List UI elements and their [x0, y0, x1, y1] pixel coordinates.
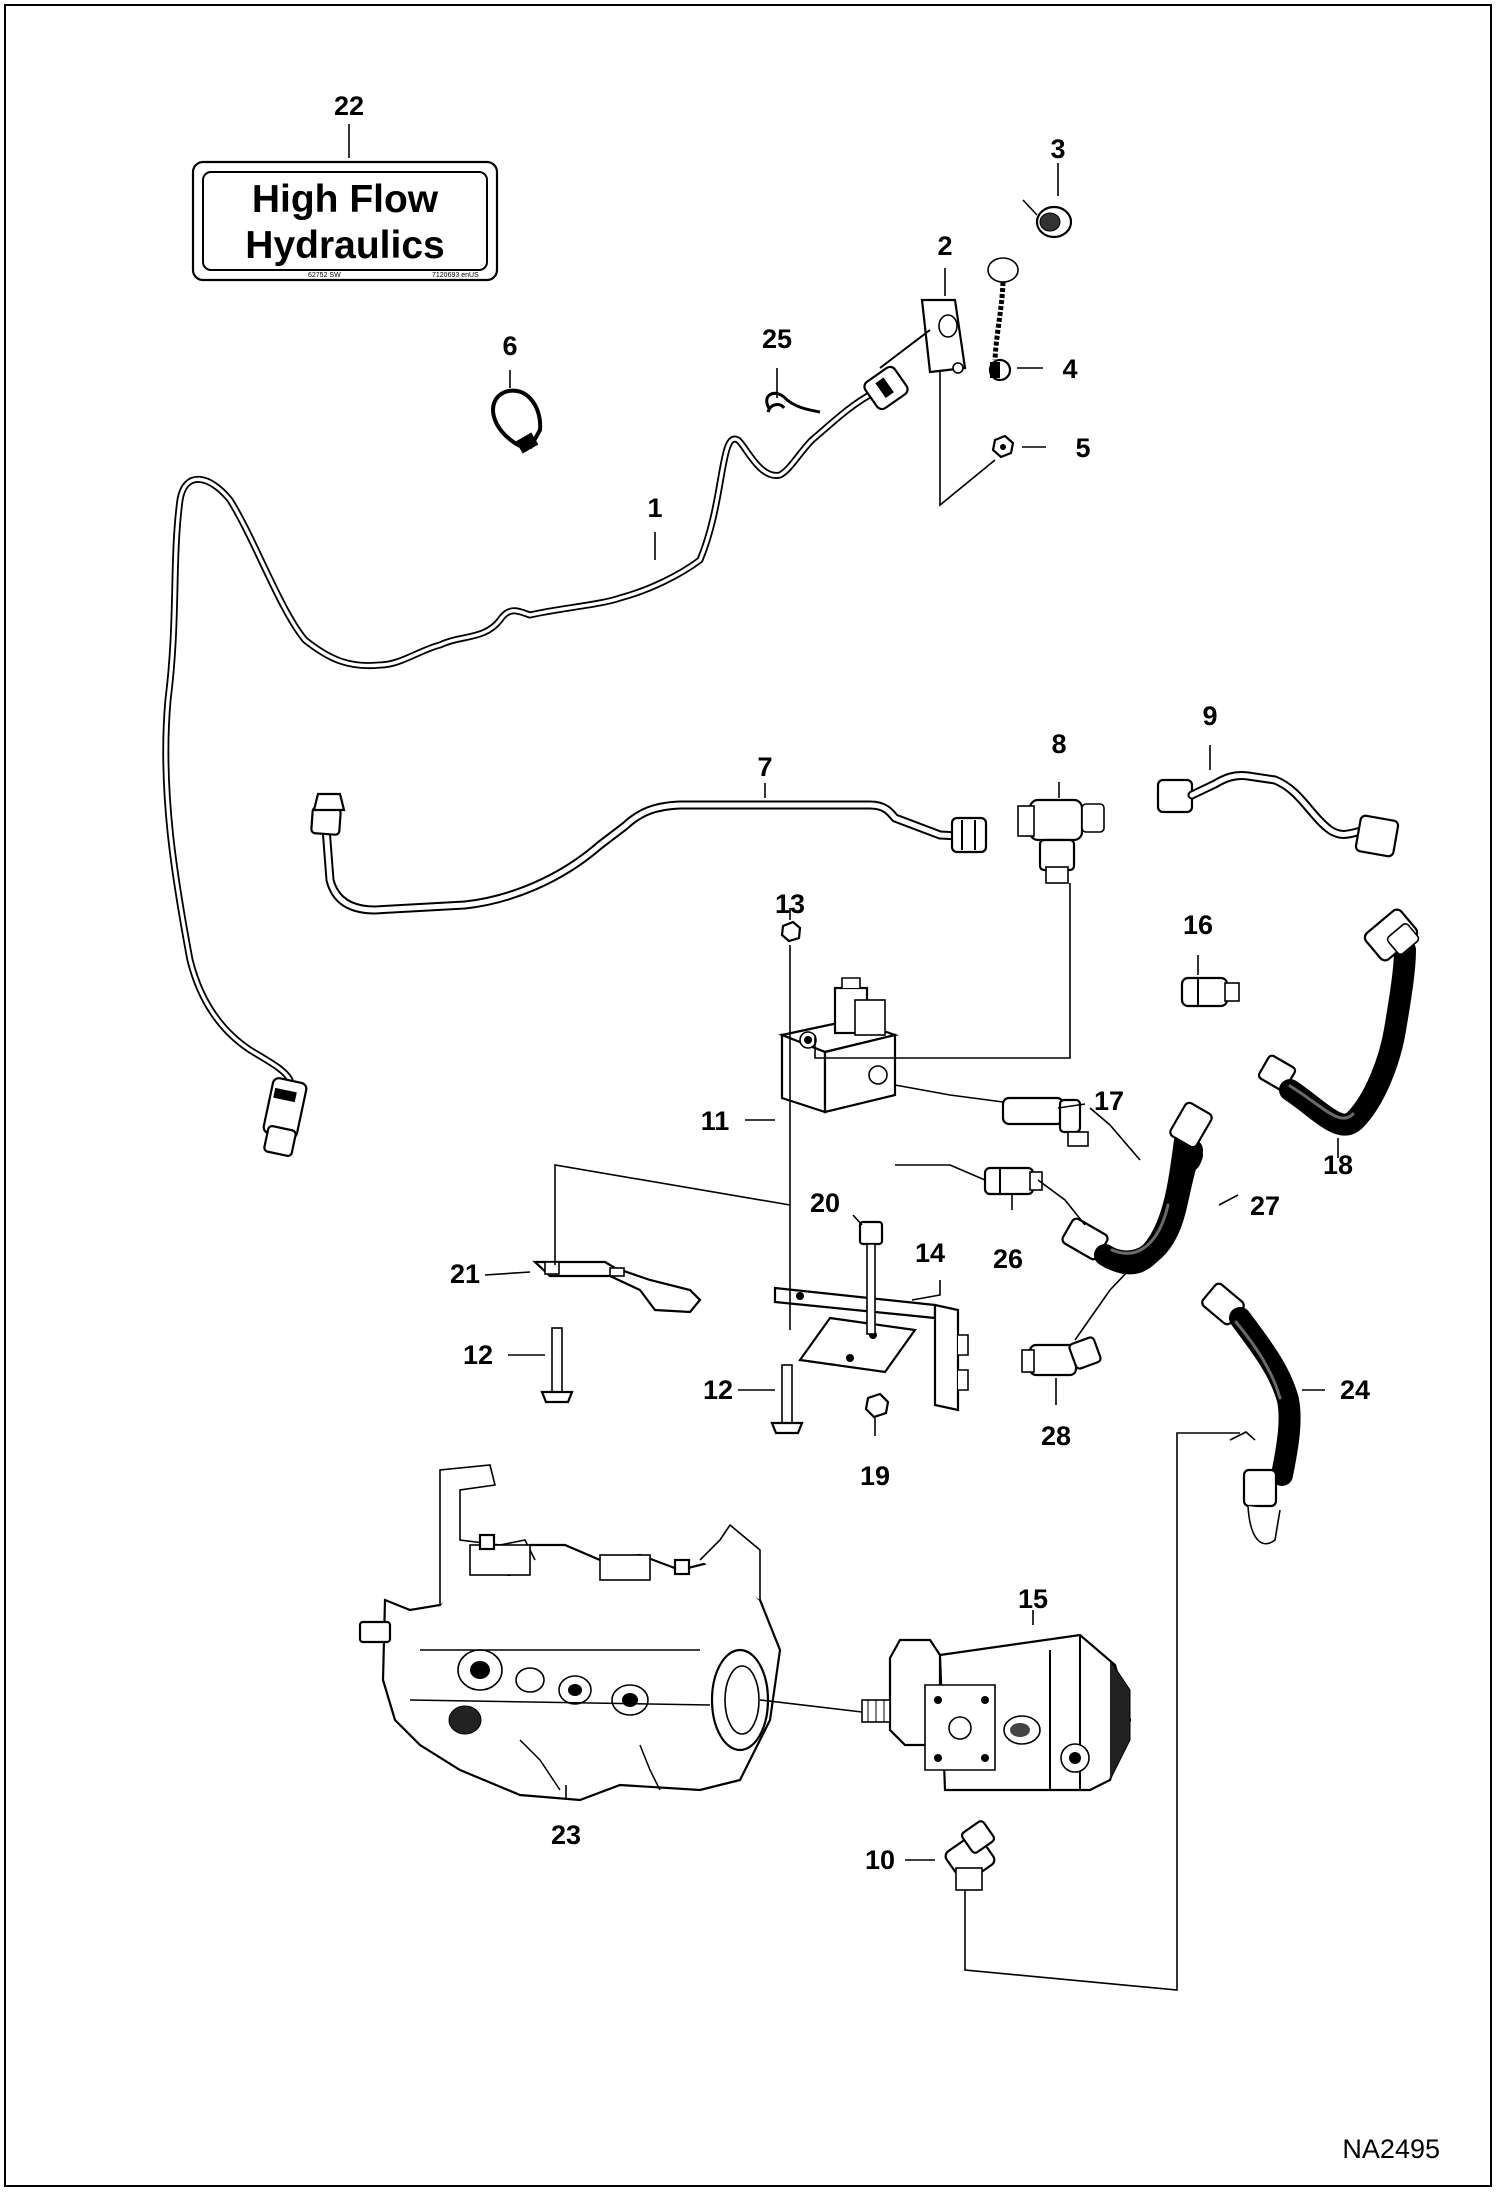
callout-25: 25: [762, 324, 792, 354]
callout-14: 14: [915, 1238, 945, 1268]
part-19-nut: [864, 1392, 890, 1419]
part-1-wire-harness: [162, 365, 909, 1157]
diagram-frame: [4, 4, 1492, 2187]
callout-5: 5: [1075, 433, 1090, 463]
callout-8: 8: [1051, 729, 1066, 759]
callout-3: 3: [1050, 134, 1065, 164]
decal-code-right: 7120693 enUS: [432, 272, 479, 279]
part-16-adapter: [1180, 976, 1240, 1008]
part-17-fitting: [1001, 1096, 1089, 1147]
callout-2: 2: [937, 231, 952, 261]
part-28-elbow: [1021, 1336, 1102, 1377]
part-23-hydrostatic-pump: [358, 1464, 782, 1802]
part-9-tube: [1156, 771, 1400, 858]
callout-6: 6: [502, 331, 517, 361]
part-18-hose: [1257, 908, 1420, 1136]
part-6-clamp: [491, 388, 543, 454]
callout-13: 13: [775, 889, 805, 919]
part-5-nut: [991, 434, 1015, 459]
part-12-bolt-left: [540, 1327, 574, 1404]
part-24-hose: [1201, 1282, 1301, 1545]
decal-code-left: 62752 SW: [308, 272, 341, 279]
part-27-hose: [1061, 1101, 1213, 1275]
part-14-bracket: [773, 1286, 969, 1412]
callout-9: 9: [1202, 701, 1217, 731]
part-3-cap: [1035, 205, 1073, 239]
callout-12-left: 12: [463, 1340, 493, 1370]
callout-15: 15: [1018, 1584, 1048, 1614]
decal-line-2: Hydraulics: [245, 224, 444, 267]
callout-12-right: 12: [703, 1375, 733, 1405]
callout-4: 4: [1062, 354, 1077, 384]
part-4-strap: [987, 257, 1019, 382]
part-15-gear-pump: [861, 1633, 1132, 1792]
leader-lines: [348, 124, 1339, 1991]
callout-labels: 22 3 2 25 6 4 5 1 7 8 9 13 16 11 17 18 2…: [334, 91, 1370, 1875]
part-7-tube: [310, 792, 988, 915]
figure-code: NA2495: [1342, 2134, 1440, 2164]
part-2-bracket: [879, 298, 967, 374]
callout-11: 11: [701, 1106, 730, 1136]
callout-10: 10: [865, 1845, 895, 1875]
callout-27: 27: [1250, 1191, 1280, 1221]
callout-26: 26: [993, 1244, 1023, 1274]
part-10-elbow: [944, 1820, 996, 1891]
callout-7: 7: [757, 752, 772, 782]
callout-23: 23: [551, 1820, 581, 1850]
callout-21: 21: [450, 1259, 480, 1289]
part-26-adapter: [983, 1166, 1043, 1196]
part-25-clip: [765, 391, 821, 414]
callout-16: 16: [1183, 910, 1213, 940]
part-22-decal: High Flow Hydraulics 62752 SW 7120693 en…: [191, 160, 499, 282]
callout-22: 22: [334, 91, 364, 121]
callout-18: 18: [1323, 1150, 1353, 1180]
callout-28: 28: [1041, 1421, 1071, 1451]
part-11-valve-block: [778, 977, 899, 1114]
part-8-tee: [1017, 798, 1105, 884]
callout-20: 20: [810, 1188, 840, 1218]
callout-19: 19: [860, 1461, 890, 1491]
part-20-bolt: [858, 1220, 884, 1335]
callout-24: 24: [1340, 1375, 1370, 1405]
part-21-bracket: [532, 1260, 702, 1314]
part-12-bolt-right: [770, 1364, 804, 1435]
part-13-nut: [780, 920, 802, 943]
decal-line-1: High Flow: [252, 178, 439, 221]
callout-17: 17: [1094, 1086, 1124, 1116]
callout-1: 1: [647, 493, 662, 523]
